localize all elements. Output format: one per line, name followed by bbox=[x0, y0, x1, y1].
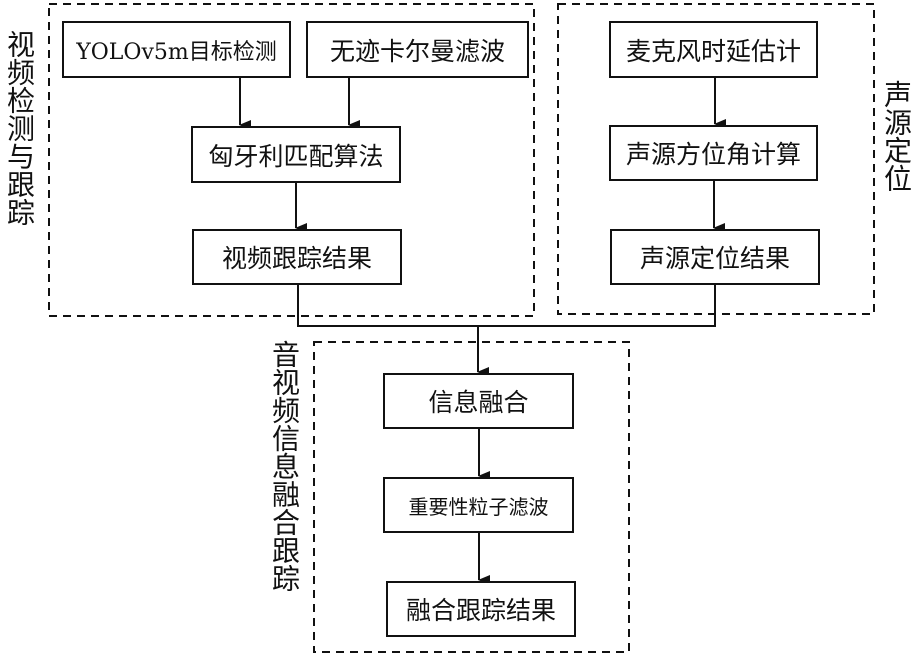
node-yolo-detection: YOLOv5m目标检测 bbox=[62, 21, 291, 78]
node-audio-result: 声源定位结果 bbox=[610, 229, 820, 285]
node-info-fusion: 信息融合 bbox=[383, 373, 574, 429]
group-label-video: 视频检测与跟踪 bbox=[3, 30, 36, 226]
node-azimuth: 声源方位角计算 bbox=[609, 125, 818, 181]
group-label-fusion: 音视频信息融合跟踪 bbox=[268, 340, 301, 592]
group-label-audio: 声源定位 bbox=[880, 80, 913, 192]
node-video-result: 视频跟踪结果 bbox=[192, 229, 402, 285]
node-hungarian: 匈牙利匹配算法 bbox=[191, 126, 401, 183]
node-mic-tdoa: 麦克风时延估计 bbox=[609, 21, 818, 78]
node-ukf: 无迹卡尔曼滤波 bbox=[306, 21, 529, 78]
connector-merge bbox=[297, 284, 716, 327]
group-frame-fusion bbox=[313, 341, 630, 653]
group-frame-video bbox=[48, 3, 535, 317]
node-fusion-result: 融合跟踪结果 bbox=[386, 581, 576, 637]
node-particle-filter: 重要性粒子滤波 bbox=[383, 477, 574, 533]
